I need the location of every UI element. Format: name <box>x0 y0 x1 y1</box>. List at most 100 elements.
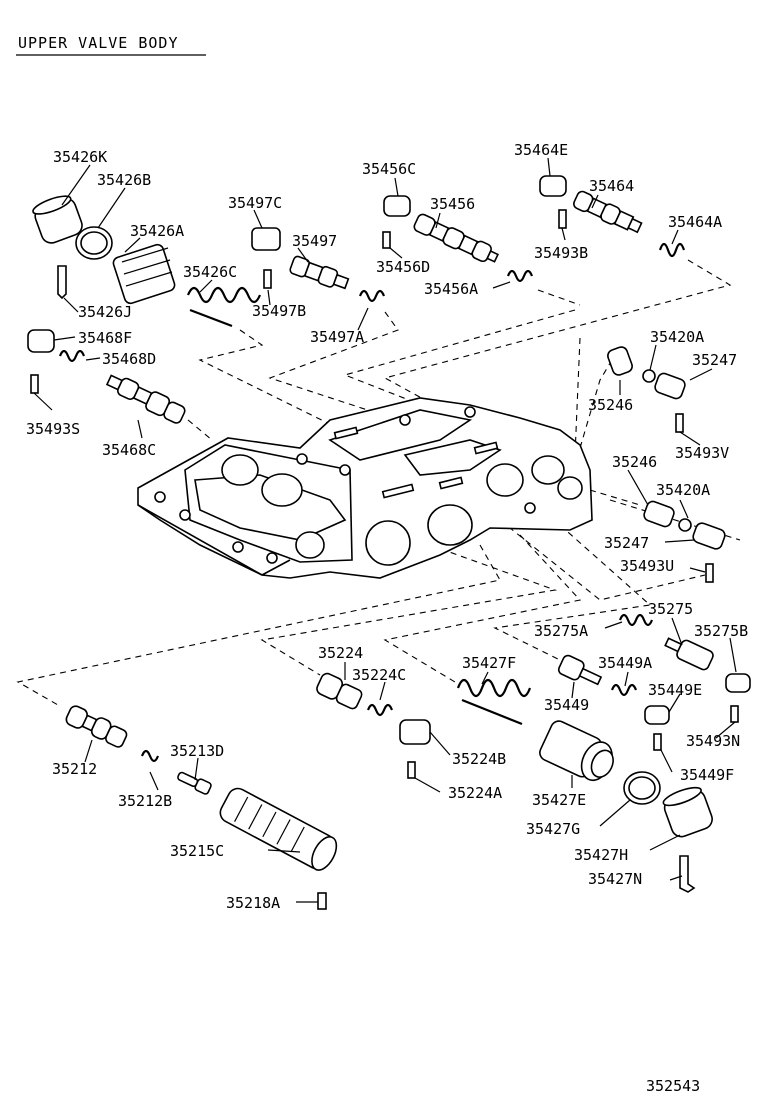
part-35497A <box>358 289 386 303</box>
part-35246-lower <box>643 500 675 528</box>
label-35493S: 35493S <box>26 420 80 438</box>
part-35224C <box>366 703 394 717</box>
part-35464A <box>658 242 686 258</box>
part-35427N <box>679 855 696 893</box>
part-35275A <box>618 613 654 627</box>
part-35218A <box>317 892 327 910</box>
label-35224: 35224 <box>318 644 363 662</box>
part-35426K <box>32 195 83 244</box>
part-35497B <box>263 269 272 289</box>
label-35275B: 35275B <box>694 622 748 640</box>
label-35464E: 35464E <box>514 141 568 159</box>
label-35215C: 35215C <box>170 842 224 860</box>
part-35449F <box>653 733 662 751</box>
part-35427E <box>539 720 614 782</box>
part-35426B-inner <box>80 231 108 255</box>
part-35427H <box>662 786 713 838</box>
label-35212B: 35212B <box>118 792 172 810</box>
part-35427F-body <box>461 698 523 726</box>
label-35275: 35275 <box>648 600 693 618</box>
label-35456A: 35456A <box>424 280 478 298</box>
label-35218A: 35218A <box>226 894 280 912</box>
part-35464 <box>573 190 643 234</box>
part-35468C <box>105 374 186 424</box>
label-35449F: 35449F <box>680 766 734 784</box>
label-35493B: 35493B <box>534 244 588 262</box>
part-35493S <box>30 374 39 394</box>
label-35247-lower: 35247 <box>604 534 649 552</box>
part-35468D <box>58 349 86 363</box>
label-35464: 35464 <box>589 177 634 195</box>
label-35420A-upper: 35420A <box>650 328 704 346</box>
label-35224B: 35224B <box>452 750 506 768</box>
label-35212: 35212 <box>52 760 97 778</box>
part-35427G-inner <box>628 776 656 800</box>
label-35224C: 35224C <box>352 666 406 684</box>
part-35464E <box>539 175 567 197</box>
part-35493B <box>558 209 567 229</box>
part-35497C <box>251 227 281 251</box>
part-labels: 35426K 35426B 35426A 35426C 35426J 35497… <box>26 141 748 912</box>
part-35426C <box>186 286 262 304</box>
label-35493V: 35493V <box>675 444 729 462</box>
label-35427N: 35427N <box>588 870 642 888</box>
diagram-title: UPPER VALVE BODY <box>18 34 179 52</box>
label-35427H: 35427H <box>574 846 628 864</box>
label-35426B: 35426B <box>97 171 151 189</box>
part-35426A <box>112 243 176 305</box>
part-35468F <box>27 329 55 353</box>
label-35427F: 35427F <box>462 654 516 672</box>
label-35497A: 35497A <box>310 328 364 346</box>
label-35246-upper: 35246 <box>588 396 633 414</box>
part-35456A <box>506 269 534 283</box>
part-35246-upper <box>607 346 633 376</box>
part-35449A <box>610 683 638 697</box>
label-35468F: 35468F <box>78 329 132 347</box>
part-35497 <box>289 255 350 290</box>
part-35426C-body <box>189 308 233 328</box>
part-35275B <box>725 673 751 693</box>
label-35493U: 35493U <box>620 557 674 575</box>
figure-number: 352543 <box>646 1077 700 1095</box>
part-35493U <box>705 563 714 583</box>
part-35493N <box>730 705 739 723</box>
part-35493V <box>675 413 684 433</box>
label-35497: 35497 <box>292 232 337 250</box>
part-35275 <box>664 637 714 671</box>
part-35449 <box>557 654 603 686</box>
part-35215C <box>219 787 338 871</box>
part-35224A <box>407 761 416 779</box>
label-35246-lower: 35246 <box>612 453 657 471</box>
part-35449E <box>644 705 670 725</box>
part-35224 <box>316 672 363 710</box>
label-35426K: 35426K <box>53 148 107 166</box>
label-35426J: 35426J <box>78 303 132 321</box>
label-35456D: 35456D <box>376 258 430 276</box>
part-35212 <box>65 705 128 748</box>
part-35456 <box>413 213 499 263</box>
label-35456: 35456 <box>430 195 475 213</box>
part-35224B <box>399 719 431 745</box>
label-35224A: 35224A <box>448 784 502 802</box>
upper-valve-body <box>137 397 593 579</box>
label-35493N: 35493N <box>686 732 740 750</box>
label-35468D: 35468D <box>102 350 156 368</box>
label-35464A: 35464A <box>668 213 722 231</box>
part-35456D <box>382 231 391 249</box>
part-35247-upper <box>654 372 686 400</box>
part-35426J <box>57 265 67 300</box>
label-35456C: 35456C <box>362 160 416 178</box>
label-35426C: 35426C <box>183 263 237 281</box>
label-35427G: 35427G <box>526 820 580 838</box>
label-35247-upper: 35247 <box>692 351 737 369</box>
label-35449A: 35449A <box>598 654 652 672</box>
part-35213D <box>177 771 212 795</box>
label-35275A: 35275A <box>534 622 588 640</box>
part-35420A-upper <box>642 369 656 383</box>
label-35449: 35449 <box>544 696 589 714</box>
label-35449E: 35449E <box>648 681 702 699</box>
label-35497B: 35497B <box>252 302 306 320</box>
label-35427E: 35427E <box>532 791 586 809</box>
part-35212B <box>140 749 160 763</box>
leader-lines <box>33 157 737 903</box>
